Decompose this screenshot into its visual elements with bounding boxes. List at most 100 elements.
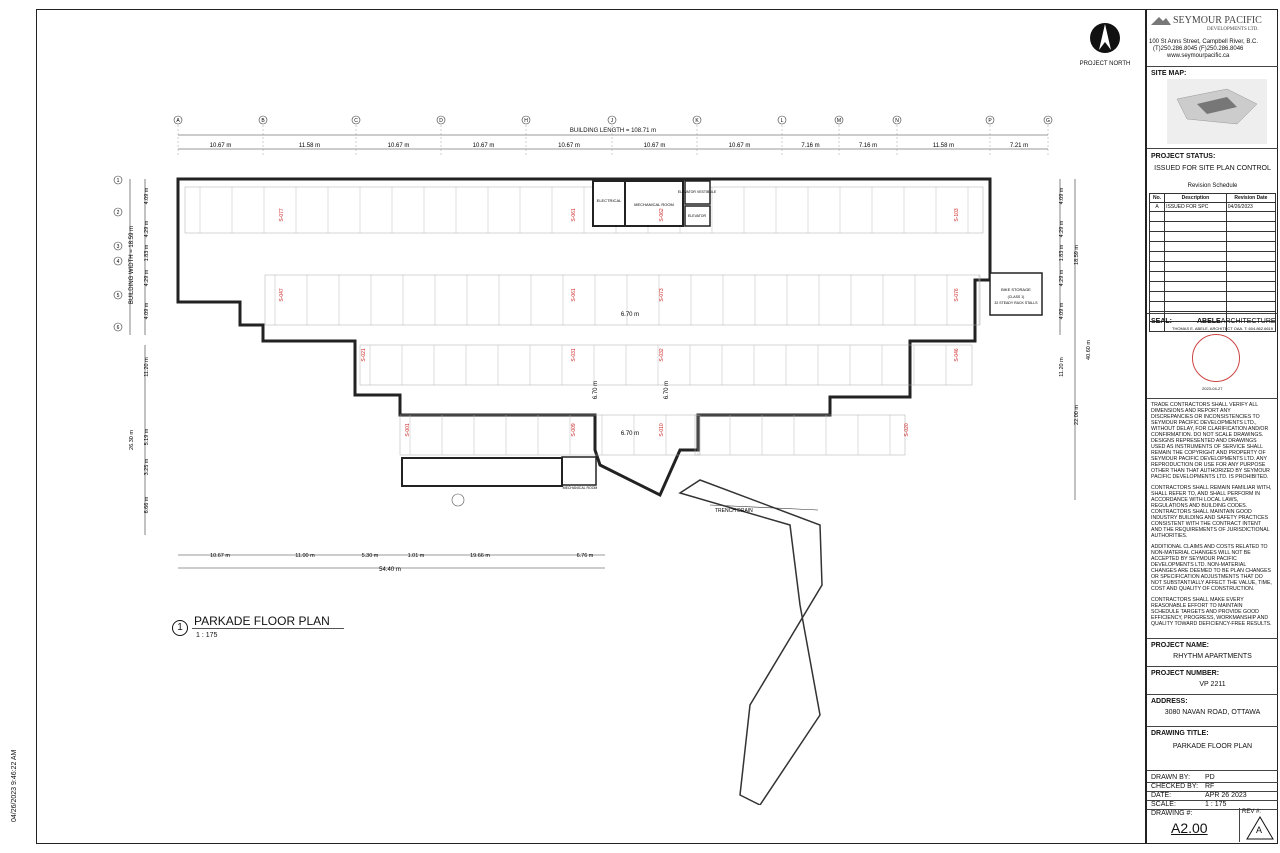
svg-text:6.70 m: 6.70 m — [664, 381, 670, 399]
svg-text:A: A — [176, 118, 180, 124]
right-dim: 4.09 m — [1059, 187, 1065, 204]
svg-text:54.40 m: 54.40 m — [379, 567, 401, 573]
drawing-title: PARKADE FLOOR PLAN — [1172, 743, 1253, 750]
top-dim: 11.58 m — [299, 143, 320, 149]
top-dim: 10.67 m — [388, 143, 410, 149]
grid-col-H: H — [521, 115, 531, 155]
svg-text:D: D — [439, 118, 443, 124]
svg-text:6.70 m: 6.70 m — [621, 431, 639, 437]
stall-tag: S-047 — [279, 288, 285, 302]
svg-text:MECHANICAL ROOM: MECHANICAL ROOM — [634, 202, 674, 207]
view-number: 1 — [172, 620, 188, 636]
view-scale: 1 : 175 — [196, 632, 218, 639]
stall-tag: S-001 — [405, 423, 411, 437]
top-dim: 7.21 m — [1010, 143, 1028, 149]
grid-row-4: 4 — [113, 256, 123, 266]
grid-col-G: G — [1043, 115, 1053, 155]
company-block: SEYMOUR PACIFIC DEVELOPMENTS LTD. 100 St… — [1147, 9, 1278, 67]
bottom-dim: 1.01 m — [408, 553, 425, 559]
left-dim: 4.29 m — [144, 269, 150, 286]
grid-col-K: K — [692, 115, 702, 155]
project-name: RHYTHM APARTMENTS — [1173, 653, 1252, 660]
revision-number-block: REV #: A — [1240, 808, 1278, 842]
svg-text:N: N — [895, 118, 899, 124]
svg-text:BUILDING LENGTH = 108.71 m: BUILDING LENGTH = 108.71 m — [570, 128, 656, 134]
general-notes: TRADE CONTRACTORS SHALL VERIFY ALL DIMEN… — [1147, 399, 1278, 639]
right-total: 18.59 m — [1074, 245, 1080, 265]
grid-row-2: 2 — [113, 207, 123, 217]
left-dim: 4.09 m — [144, 302, 150, 319]
svg-text:H: H — [524, 118, 528, 124]
project-address: 3080 NAVAN ROAD, OTTAWA — [1164, 709, 1261, 716]
svg-text:1: 1 — [117, 178, 120, 184]
left-total: 26.30 m — [129, 430, 135, 450]
right-total: 40.60 m — [1086, 340, 1092, 360]
bottom-dim: 10.67 m — [210, 553, 230, 559]
top-dimensions — [178, 134, 1048, 150]
address-block: ADDRESS: 3080 NAVAN ROAD, OTTAWA — [1147, 695, 1278, 727]
svg-text:ELECTRICAL: ELECTRICAL — [597, 198, 622, 203]
stall-tag: S-032 — [659, 348, 665, 362]
svg-text:K: K — [695, 118, 699, 124]
company-logo: SEYMOUR PACIFIC — [1151, 15, 1275, 26]
left-dim: 1.83 m — [144, 244, 150, 261]
svg-text:(CLASS 1): (CLASS 1) — [1008, 295, 1025, 299]
architect-seal-stamp — [1192, 334, 1240, 382]
architect-firm: ABELEARCHITECTURE — [1197, 318, 1276, 325]
svg-text:J: J — [611, 118, 614, 124]
stall-tag: S-077 — [279, 208, 285, 222]
grid-col-C: C — [351, 115, 361, 155]
grid-col-A: A — [173, 115, 183, 155]
svg-text:BUILDING WIDTH = 18.59 m: BUILDING WIDTH = 18.59 m — [129, 226, 135, 304]
title-block: SEYMOUR PACIFIC DEVELOPMENTS LTD. 100 St… — [1145, 9, 1278, 844]
top-dim: 10.67 m — [473, 143, 495, 149]
stall-tag: S-061 — [571, 288, 577, 302]
svg-text:6: 6 — [117, 325, 120, 331]
svg-text:TRENCH DRAIN: TRENCH DRAIN — [715, 508, 753, 514]
ramp — [678, 479, 823, 805]
left-dim: 4.09 m — [144, 187, 150, 204]
left-dim: 5.19 m — [144, 428, 150, 445]
company-web: www.seymourpacific.ca — [1167, 53, 1230, 59]
stall-tag: S-062 — [659, 208, 665, 222]
revision-table: No. Description Revision Date A ISSUED F… — [1148, 193, 1277, 332]
svg-text:MECHANICAL ROOM: MECHANICAL ROOM — [563, 486, 598, 490]
stall-tag: S-021 — [361, 348, 367, 362]
svg-text:G: G — [1046, 118, 1050, 124]
right-dim: 4.29 m — [1059, 269, 1065, 286]
grid-col-M: M — [834, 115, 844, 155]
status-block: PROJECT STATUS: ISSUED FOR SITE PLAN CON… — [1147, 149, 1278, 332]
svg-text:C: C — [354, 118, 358, 124]
right-dim: 4.09 m — [1059, 302, 1065, 319]
grid-col-P: P — [985, 115, 995, 155]
grid-row-6: 6 — [113, 322, 123, 332]
svg-text:6.70 m: 6.70 m — [621, 312, 639, 318]
svg-text:4: 4 — [117, 259, 120, 265]
sheet-border — [36, 9, 1278, 844]
grid-col-N: N — [892, 115, 902, 155]
company-address: 100 St Anns Street, Campbell River, B.C. — [1149, 39, 1259, 45]
stall-tag: S-009 — [571, 423, 577, 437]
left-dim: 3.25 m — [144, 458, 150, 475]
stall-tag: S-031 — [571, 348, 577, 362]
project-name-block: PROJECT NAME: RHYTHM APARTMENTS — [1147, 639, 1278, 667]
left-dim: 6.66 m — [144, 496, 150, 513]
svg-text:L: L — [781, 118, 784, 124]
right-dim: 4.29 m — [1059, 220, 1065, 237]
company-phone: (T)250.286.8045 (F)250.286.8046 — [1153, 46, 1244, 52]
left-dim: 4.29 m — [144, 220, 150, 237]
grid-row-1: 1 — [113, 175, 123, 185]
revision-triangle-icon — [1246, 816, 1274, 840]
grid-col-L: L — [777, 115, 787, 155]
drawing-number-block: DRAWING #: A2.00 — [1147, 808, 1240, 842]
svg-text:3: 3 — [117, 244, 120, 250]
parkade-outline — [176, 177, 992, 498]
right-dim: 11.20 m — [1059, 357, 1065, 377]
svg-text:BIKE STORAGE: BIKE STORAGE — [1001, 287, 1031, 292]
stall-tag: S-103 — [954, 208, 960, 222]
revision-number: A — [1256, 825, 1263, 835]
right-total: 22.00 m — [1074, 405, 1080, 425]
svg-text:5: 5 — [117, 293, 120, 299]
grid-col-D: D — [436, 115, 446, 155]
